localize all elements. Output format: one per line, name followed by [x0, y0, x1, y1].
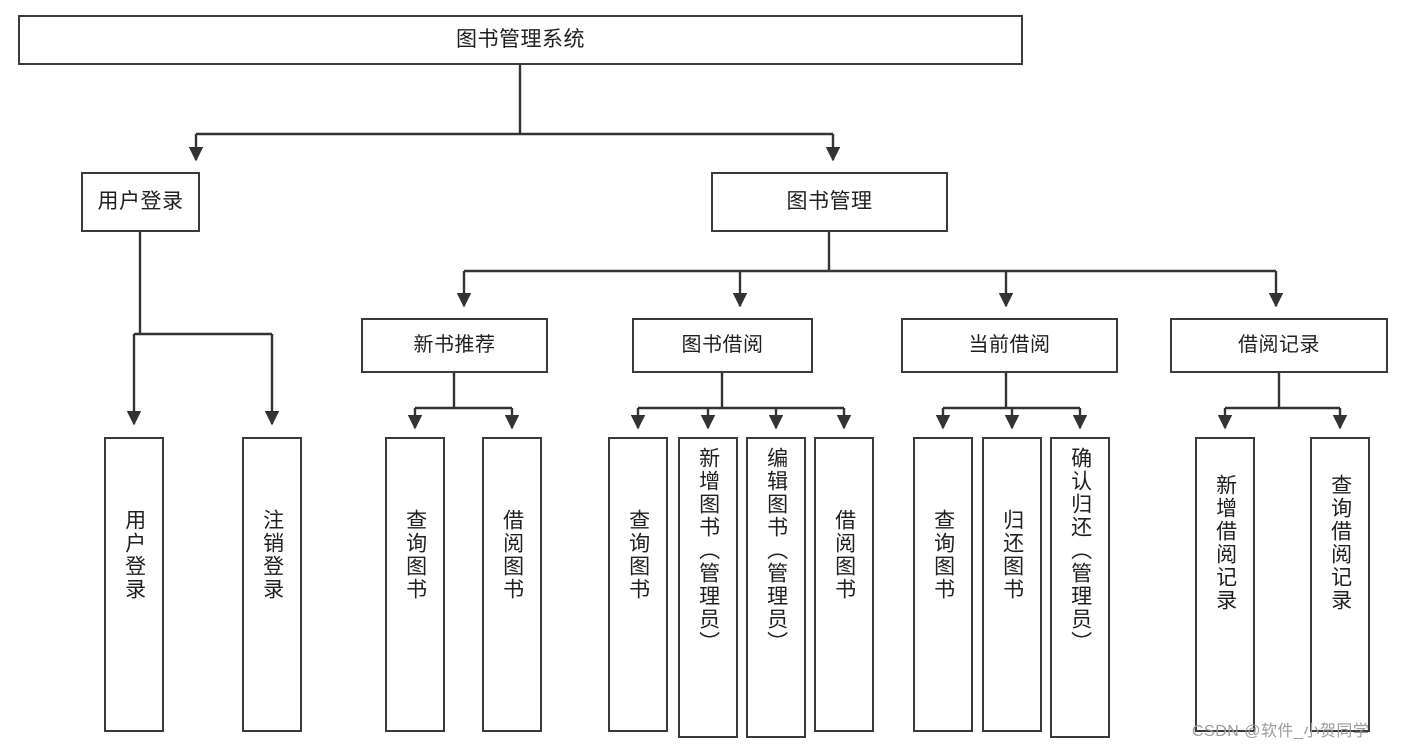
node-label: 用户登录 [122, 509, 146, 601]
csdn-watermark: CSDN @软件_小贺同学 [1192, 723, 1370, 740]
node-label: 图书管理 [786, 190, 873, 214]
node-label: 注销登录 [260, 509, 284, 601]
node-label: 借阅图书 [832, 509, 856, 601]
node-current-borrow[interactable]: 当前借阅 [901, 318, 1118, 373]
leaf-add-book-admin[interactable]: 新增图书（管理员） [678, 437, 738, 738]
leaf-logout-login[interactable]: 注销登录 [242, 437, 302, 732]
node-root-system[interactable]: 图书管理系统 [18, 15, 1023, 65]
node-label: 新增借阅记录 [1213, 474, 1237, 612]
node-label: 用户登录 [97, 190, 184, 214]
leaf-borrow-book[interactable]: 借阅图书 [814, 437, 874, 732]
node-user-login[interactable]: 用户登录 [81, 172, 200, 232]
leaf-user-login[interactable]: 用户登录 [104, 437, 164, 732]
node-label: 查询图书 [931, 509, 955, 601]
leaf-query-borrow-record[interactable]: 查询借阅记录 [1310, 437, 1370, 732]
node-label: 查询图书 [403, 509, 427, 601]
node-label: 图书管理系统 [456, 28, 585, 52]
node-label: 查询借阅记录 [1328, 474, 1352, 612]
node-book-borrow[interactable]: 图书借阅 [632, 318, 813, 373]
node-label: 借阅记录 [1238, 334, 1320, 357]
leaf-current-query-book[interactable]: 查询图书 [913, 437, 973, 732]
leaf-new-book-query[interactable]: 查询图书 [385, 437, 445, 732]
leaf-edit-book-admin[interactable]: 编辑图书（管理员） [746, 437, 806, 738]
leaf-confirm-return-admin[interactable]: 确认归还（管理员） [1050, 437, 1110, 738]
node-borrow-record[interactable]: 借阅记录 [1170, 318, 1388, 373]
node-label: 当前借阅 [968, 334, 1051, 357]
node-label: 查询图书 [626, 509, 650, 601]
leaf-return-book[interactable]: 归还图书 [982, 437, 1042, 732]
leaf-borrow-query-book[interactable]: 查询图书 [608, 437, 668, 732]
node-new-book-recommend[interactable]: 新书推荐 [361, 318, 548, 373]
node-label: 图书借阅 [681, 334, 764, 357]
node-label: 确认归还（管理员） [1068, 447, 1092, 654]
node-label: 借阅图书 [500, 509, 524, 601]
node-label: 归还图书 [1000, 509, 1024, 601]
node-label: 新增图书（管理员） [696, 447, 720, 654]
node-book-management[interactable]: 图书管理 [711, 172, 948, 232]
node-label: 新书推荐 [413, 334, 496, 357]
node-label: 编辑图书（管理员） [764, 447, 788, 654]
leaf-add-borrow-record[interactable]: 新增借阅记录 [1195, 437, 1255, 732]
leaf-new-book-borrow[interactable]: 借阅图书 [482, 437, 542, 732]
